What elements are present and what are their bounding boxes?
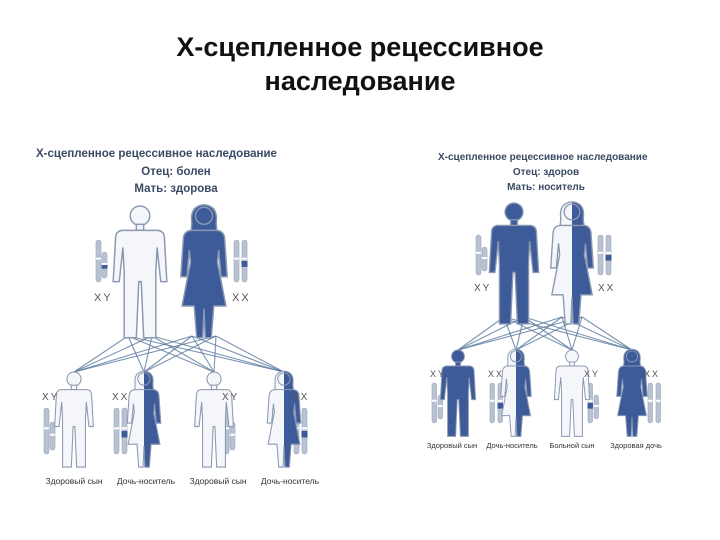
child-1-chromosome-2 bbox=[437, 394, 443, 420]
child-4-caption: Дочь-носитель bbox=[260, 476, 320, 486]
child-1-chromosome-1 bbox=[431, 382, 437, 424]
pedigree-diagram-right bbox=[431, 201, 661, 437]
father-figure bbox=[112, 205, 168, 339]
child-4-chromosome-1 bbox=[647, 382, 653, 424]
slide-title-line-2: наследование bbox=[264, 66, 456, 96]
child-1-caption: Здоровый сын bbox=[45, 476, 103, 486]
child-1-chromosome-2 bbox=[49, 421, 56, 451]
mother-x-chromosome-1 bbox=[597, 234, 604, 276]
panel-title: Х-сцепленное рецессивное наследование bbox=[36, 148, 277, 160]
child-3-figure bbox=[194, 371, 234, 468]
child-3-figure bbox=[553, 349, 591, 437]
father-status-label: Отец: здоров bbox=[512, 167, 580, 178]
child-4-figure bbox=[266, 370, 302, 468]
child-1-chromosome-1 bbox=[43, 407, 50, 455]
slide-title: X-сцепленное рецессивное наследование bbox=[0, 30, 720, 98]
child-3-caption: Здоровый сын bbox=[189, 476, 247, 486]
child-2-chromosome-1 bbox=[489, 382, 495, 424]
mother-genotype-label: XX bbox=[598, 283, 616, 294]
father-y-chromosome bbox=[101, 251, 108, 279]
mother-status-label: Мать: здорова bbox=[134, 183, 218, 195]
child-2-figure bbox=[500, 348, 532, 437]
child-3-caption: Больной сын bbox=[549, 441, 595, 450]
mother-genotype-label: XX bbox=[232, 292, 251, 304]
child-1-caption: Здоровый сын bbox=[426, 441, 478, 450]
child-2-caption: Дочь-носитель bbox=[116, 476, 176, 486]
child-2-chromosome-2 bbox=[121, 407, 128, 455]
child-4-chromosome-2 bbox=[655, 382, 661, 424]
father-status-label: Отец: болен bbox=[141, 166, 211, 178]
mother-figure bbox=[550, 201, 594, 325]
father-genotype-label: XY bbox=[474, 283, 492, 294]
child-1-figure bbox=[439, 349, 477, 437]
child-4-genotype-label: XX bbox=[292, 392, 310, 403]
child-1-genotype-label: XY bbox=[42, 392, 60, 403]
panel-title: Х-сцепленное рецессивное наследование bbox=[438, 152, 648, 163]
father-y-chromosome bbox=[481, 246, 488, 272]
father-genotype-label: XY bbox=[94, 292, 113, 304]
child-2-figure bbox=[126, 370, 162, 468]
mother-x-chromosome-1 bbox=[233, 239, 240, 283]
inheritance-lines bbox=[457, 316, 633, 351]
child-3-chromosome-2 bbox=[593, 394, 599, 420]
child-3-genotype-label: XY bbox=[222, 392, 240, 403]
mother-status-label: Мать: носитель bbox=[507, 182, 585, 193]
child-2-caption: Дочь-носитель bbox=[486, 441, 538, 450]
inheritance-lines bbox=[73, 335, 285, 373]
child-3-genotype-label: XY bbox=[584, 369, 601, 379]
child-2-chromosome-1 bbox=[113, 407, 120, 455]
pedigree-panel-mother-carrier: Х-сцепленное рецессивное наследование От… bbox=[412, 145, 680, 465]
father-x-chromosome bbox=[95, 239, 102, 283]
pedigree-panel-father-affected: Х-сцепленное рецессивное наследование От… bbox=[36, 140, 346, 500]
child-1-genotype-label: XY bbox=[430, 369, 447, 379]
child-4-genotype-label: XX bbox=[644, 369, 661, 379]
mother-x-chromosome-2 bbox=[605, 234, 612, 276]
child-4-caption: Здоровая дочь bbox=[610, 441, 662, 450]
child-2-genotype-label: XX bbox=[488, 369, 505, 379]
mother-figure bbox=[180, 204, 228, 339]
child-4-chromosome-2 bbox=[301, 407, 308, 455]
father-x-chromosome bbox=[475, 234, 482, 276]
slide-title-line-1: X-сцепленное рецессивное bbox=[176, 32, 544, 62]
child-4-figure bbox=[616, 348, 648, 437]
father-figure bbox=[488, 202, 540, 325]
mother-x-chromosome-2 bbox=[241, 239, 248, 283]
child-1-figure bbox=[54, 371, 94, 468]
child-2-genotype-label: XX bbox=[112, 392, 130, 403]
pedigree-diagram-left bbox=[43, 204, 308, 468]
